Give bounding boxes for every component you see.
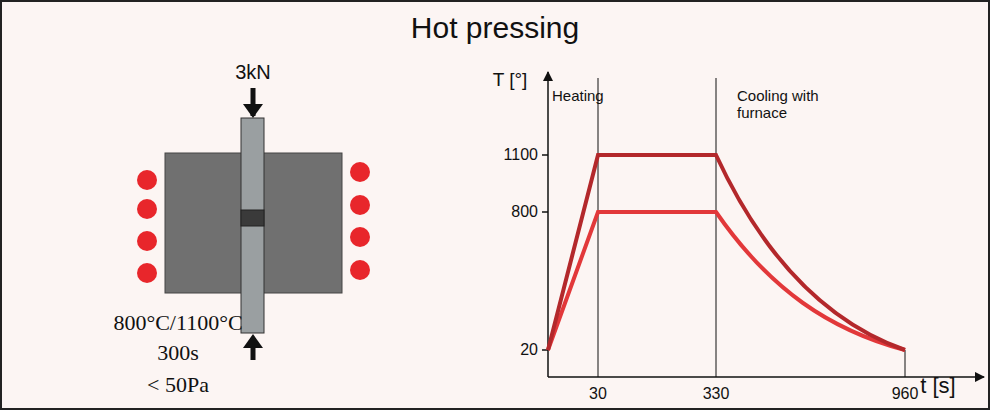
tick-label: 330	[703, 385, 730, 403]
load-value: 3kN	[235, 61, 271, 84]
axis-title: t [s]	[920, 373, 955, 398]
curve-800	[548, 212, 905, 350]
tick-label: 30	[589, 385, 607, 403]
sample	[241, 210, 264, 226]
tick-label: 20	[520, 341, 538, 359]
curve-1100	[548, 155, 905, 350]
diagram-title: Hot pressing	[411, 11, 579, 46]
process-temperature: 800°C/1100°C	[113, 310, 242, 335]
phase-label: Heating	[552, 87, 604, 104]
chart-axes	[542, 72, 984, 377]
heater-dots	[137, 162, 370, 283]
tick-label: 960	[892, 385, 919, 403]
process-pressure: < 50Pa	[147, 372, 209, 397]
punch-rod	[241, 118, 264, 333]
load-arrowhead	[243, 334, 263, 348]
tick-label: 1100	[504, 146, 538, 164]
process-time: 300s	[157, 340, 199, 365]
phase-label: Cooling with furnace	[737, 87, 847, 122]
load-arrowhead	[243, 104, 263, 118]
axis-title: T [°]	[493, 69, 528, 91]
tick-label: 800	[511, 203, 538, 221]
